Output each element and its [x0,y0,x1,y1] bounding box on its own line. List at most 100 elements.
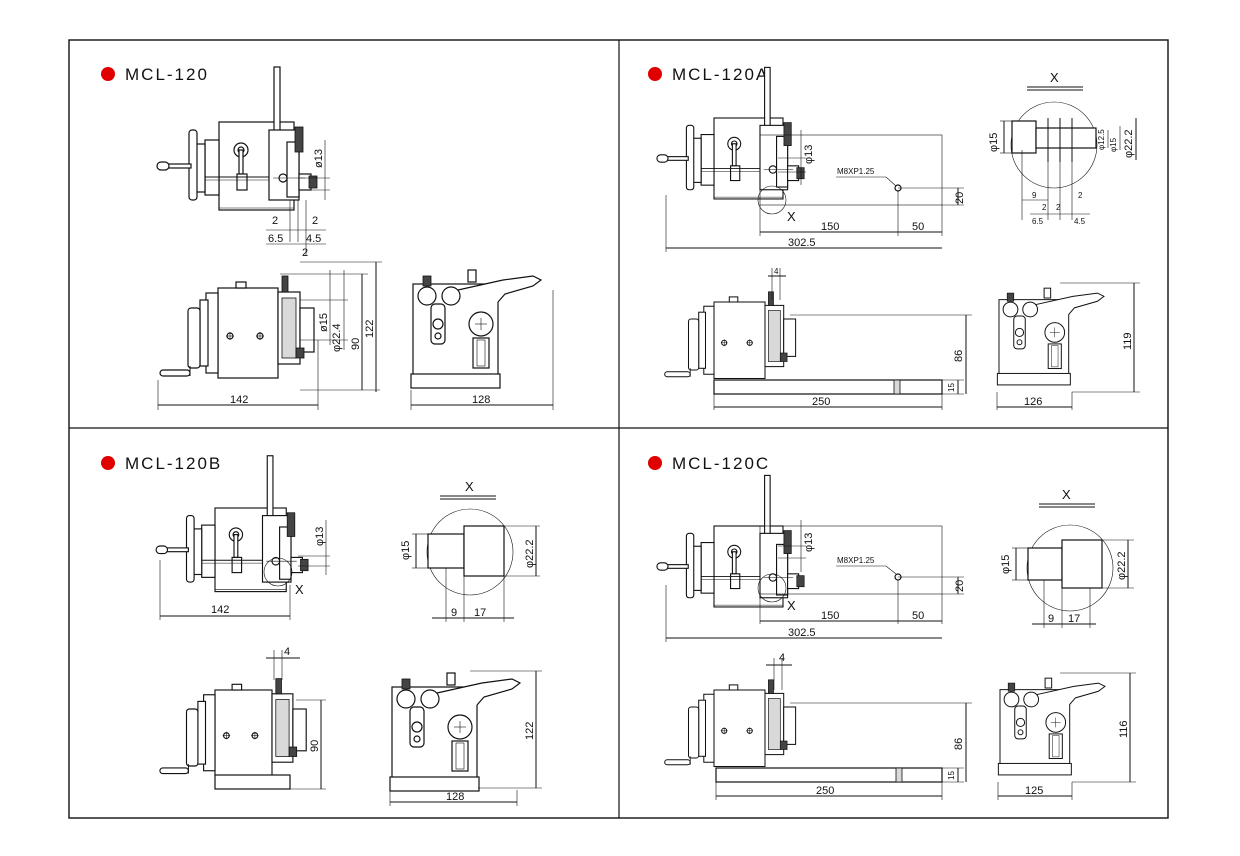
panel-title: MCL-120 [125,65,209,84]
svg-text:6.5: 6.5 [268,233,283,245]
panel-mcl-120a: MCL-120A φ13 M8XP1.25 20 X 150 50 [648,65,1140,410]
svg-text:M8XP1.25: M8XP1.25 [837,167,875,176]
svg-text:250: 250 [812,396,830,408]
svg-text:X: X [787,209,796,224]
svg-text:φ22.2: φ22.2 [524,539,536,568]
svg-text:122: 122 [524,722,536,740]
bullet-marker [101,456,115,470]
svg-text:φ15: φ15 [1109,137,1118,152]
side-view-drawing [664,679,972,783]
svg-text:9: 9 [1048,613,1054,625]
svg-text:128: 128 [472,394,490,406]
svg-text:86: 86 [953,738,965,750]
svg-text:15: 15 [947,383,956,392]
svg-text:6.5: 6.5 [1032,217,1044,226]
svg-text:126: 126 [1024,396,1042,408]
detail-x: X φ15 φ12.5 φ15 φ22.2 9 2 [988,70,1137,226]
side-view-dimensions: 4 90 [266,646,326,790]
panel-title: MCL-120C [672,454,770,473]
svg-text:9: 9 [451,607,457,619]
svg-text:4.5: 4.5 [306,233,321,245]
svg-text:2: 2 [312,215,318,227]
svg-text:15: 15 [947,771,956,780]
svg-text:90: 90 [309,740,321,752]
panel-title: MCL-120B [125,454,222,473]
svg-text:142: 142 [230,394,248,406]
svg-text:2: 2 [272,215,278,227]
side-view-dimensions: 142 ø15 φ22.4 90 122 [157,261,382,410]
svg-text:122: 122 [364,320,376,338]
svg-text:ø13: ø13 [313,149,325,168]
top-view-drawing [156,66,318,211]
svg-text:116: 116 [1118,720,1130,738]
top-view-drawing [155,455,309,593]
front-view-dimensions: 128 [410,290,554,410]
svg-text:φ13: φ13 [314,527,326,546]
panel-mcl-120b: MCL-120B φ13 X 142 X φ15 [101,454,542,806]
svg-text:M8XP1.25: M8XP1.25 [837,556,875,565]
svg-text:17: 17 [1068,613,1080,625]
svg-text:φ13: φ13 [803,145,815,164]
svg-text:150: 150 [821,610,839,622]
svg-text:X: X [1050,70,1059,85]
top-view-dimensions: φ13 M8XP1.25 20 X 150 50 302.5 [665,130,966,252]
svg-text:4: 4 [284,646,290,658]
svg-text:φ15: φ15 [988,133,1000,152]
svg-text:50: 50 [912,221,924,233]
panel-title: MCL-120A [672,65,769,84]
top-view-drawing [656,66,805,200]
side-view-dimensions: 4 86 15 250 [713,267,967,410]
bullet-marker [101,67,115,81]
front-view-drawing [996,287,1105,386]
svg-text:90: 90 [350,338,362,350]
svg-text:20: 20 [954,580,966,592]
svg-text:2: 2 [1078,191,1083,200]
panel-mcl-120: MCL-120 ø13 2 2 6.5 4.5 2 142 [101,65,554,410]
svg-text:X: X [1062,487,1071,502]
front-view-dimensions: 119 126 [996,282,1140,410]
top-view-dimensions: φ13 M8XP1.25 20 X 150 50 302.5 [665,520,966,642]
side-view-dimensions: 4 86 15 250 [715,652,967,800]
side-view-drawing [159,275,315,379]
svg-text:φ22.4: φ22.4 [331,323,343,352]
front-view-dimensions: 116 125 [997,672,1136,800]
svg-text:142: 142 [211,604,229,616]
svg-text:119: 119 [1122,332,1134,350]
top-view-dimensions: ø13 2 2 6.5 4.5 2 [266,140,330,259]
svg-text:φ15: φ15 [400,541,412,560]
svg-text:17: 17 [474,607,486,619]
svg-text:X: X [295,582,304,597]
svg-text:128: 128 [446,791,464,803]
svg-text:150: 150 [821,221,839,233]
svg-text:302.5: 302.5 [788,237,816,249]
front-view-dimensions: 122 128 [389,670,542,806]
svg-text:φ22.2: φ22.2 [1116,551,1128,580]
svg-text:2: 2 [302,247,308,259]
bullet-marker [648,67,662,81]
svg-text:X: X [787,598,796,613]
top-view-drawing [656,474,805,608]
svg-text:20: 20 [954,192,966,204]
side-view-drawing [159,678,307,790]
svg-text:302.5: 302.5 [788,627,816,639]
svg-text:φ12.5: φ12.5 [1097,129,1106,150]
front-view-drawing [997,677,1106,776]
svg-text:4: 4 [779,652,785,664]
svg-text:125: 125 [1025,785,1043,797]
side-view-drawing [664,291,972,395]
detail-x: X φ15 φ22.2 9 17 [1000,487,1134,628]
svg-text:φ22.2: φ22.2 [1123,129,1135,158]
detail-x: X φ15 φ22.2 9 17 [400,479,540,622]
svg-text:X: X [465,479,474,494]
svg-text:4.5: 4.5 [1074,217,1086,226]
svg-text:50: 50 [912,610,924,622]
bullet-marker [648,456,662,470]
svg-text:2: 2 [1042,203,1047,212]
svg-text:φ15: φ15 [1000,555,1012,574]
svg-text:86: 86 [953,350,965,362]
svg-text:4: 4 [774,267,779,276]
svg-text:2: 2 [1056,203,1061,212]
front-view-drawing [410,269,542,389]
front-view-drawing [389,672,521,792]
